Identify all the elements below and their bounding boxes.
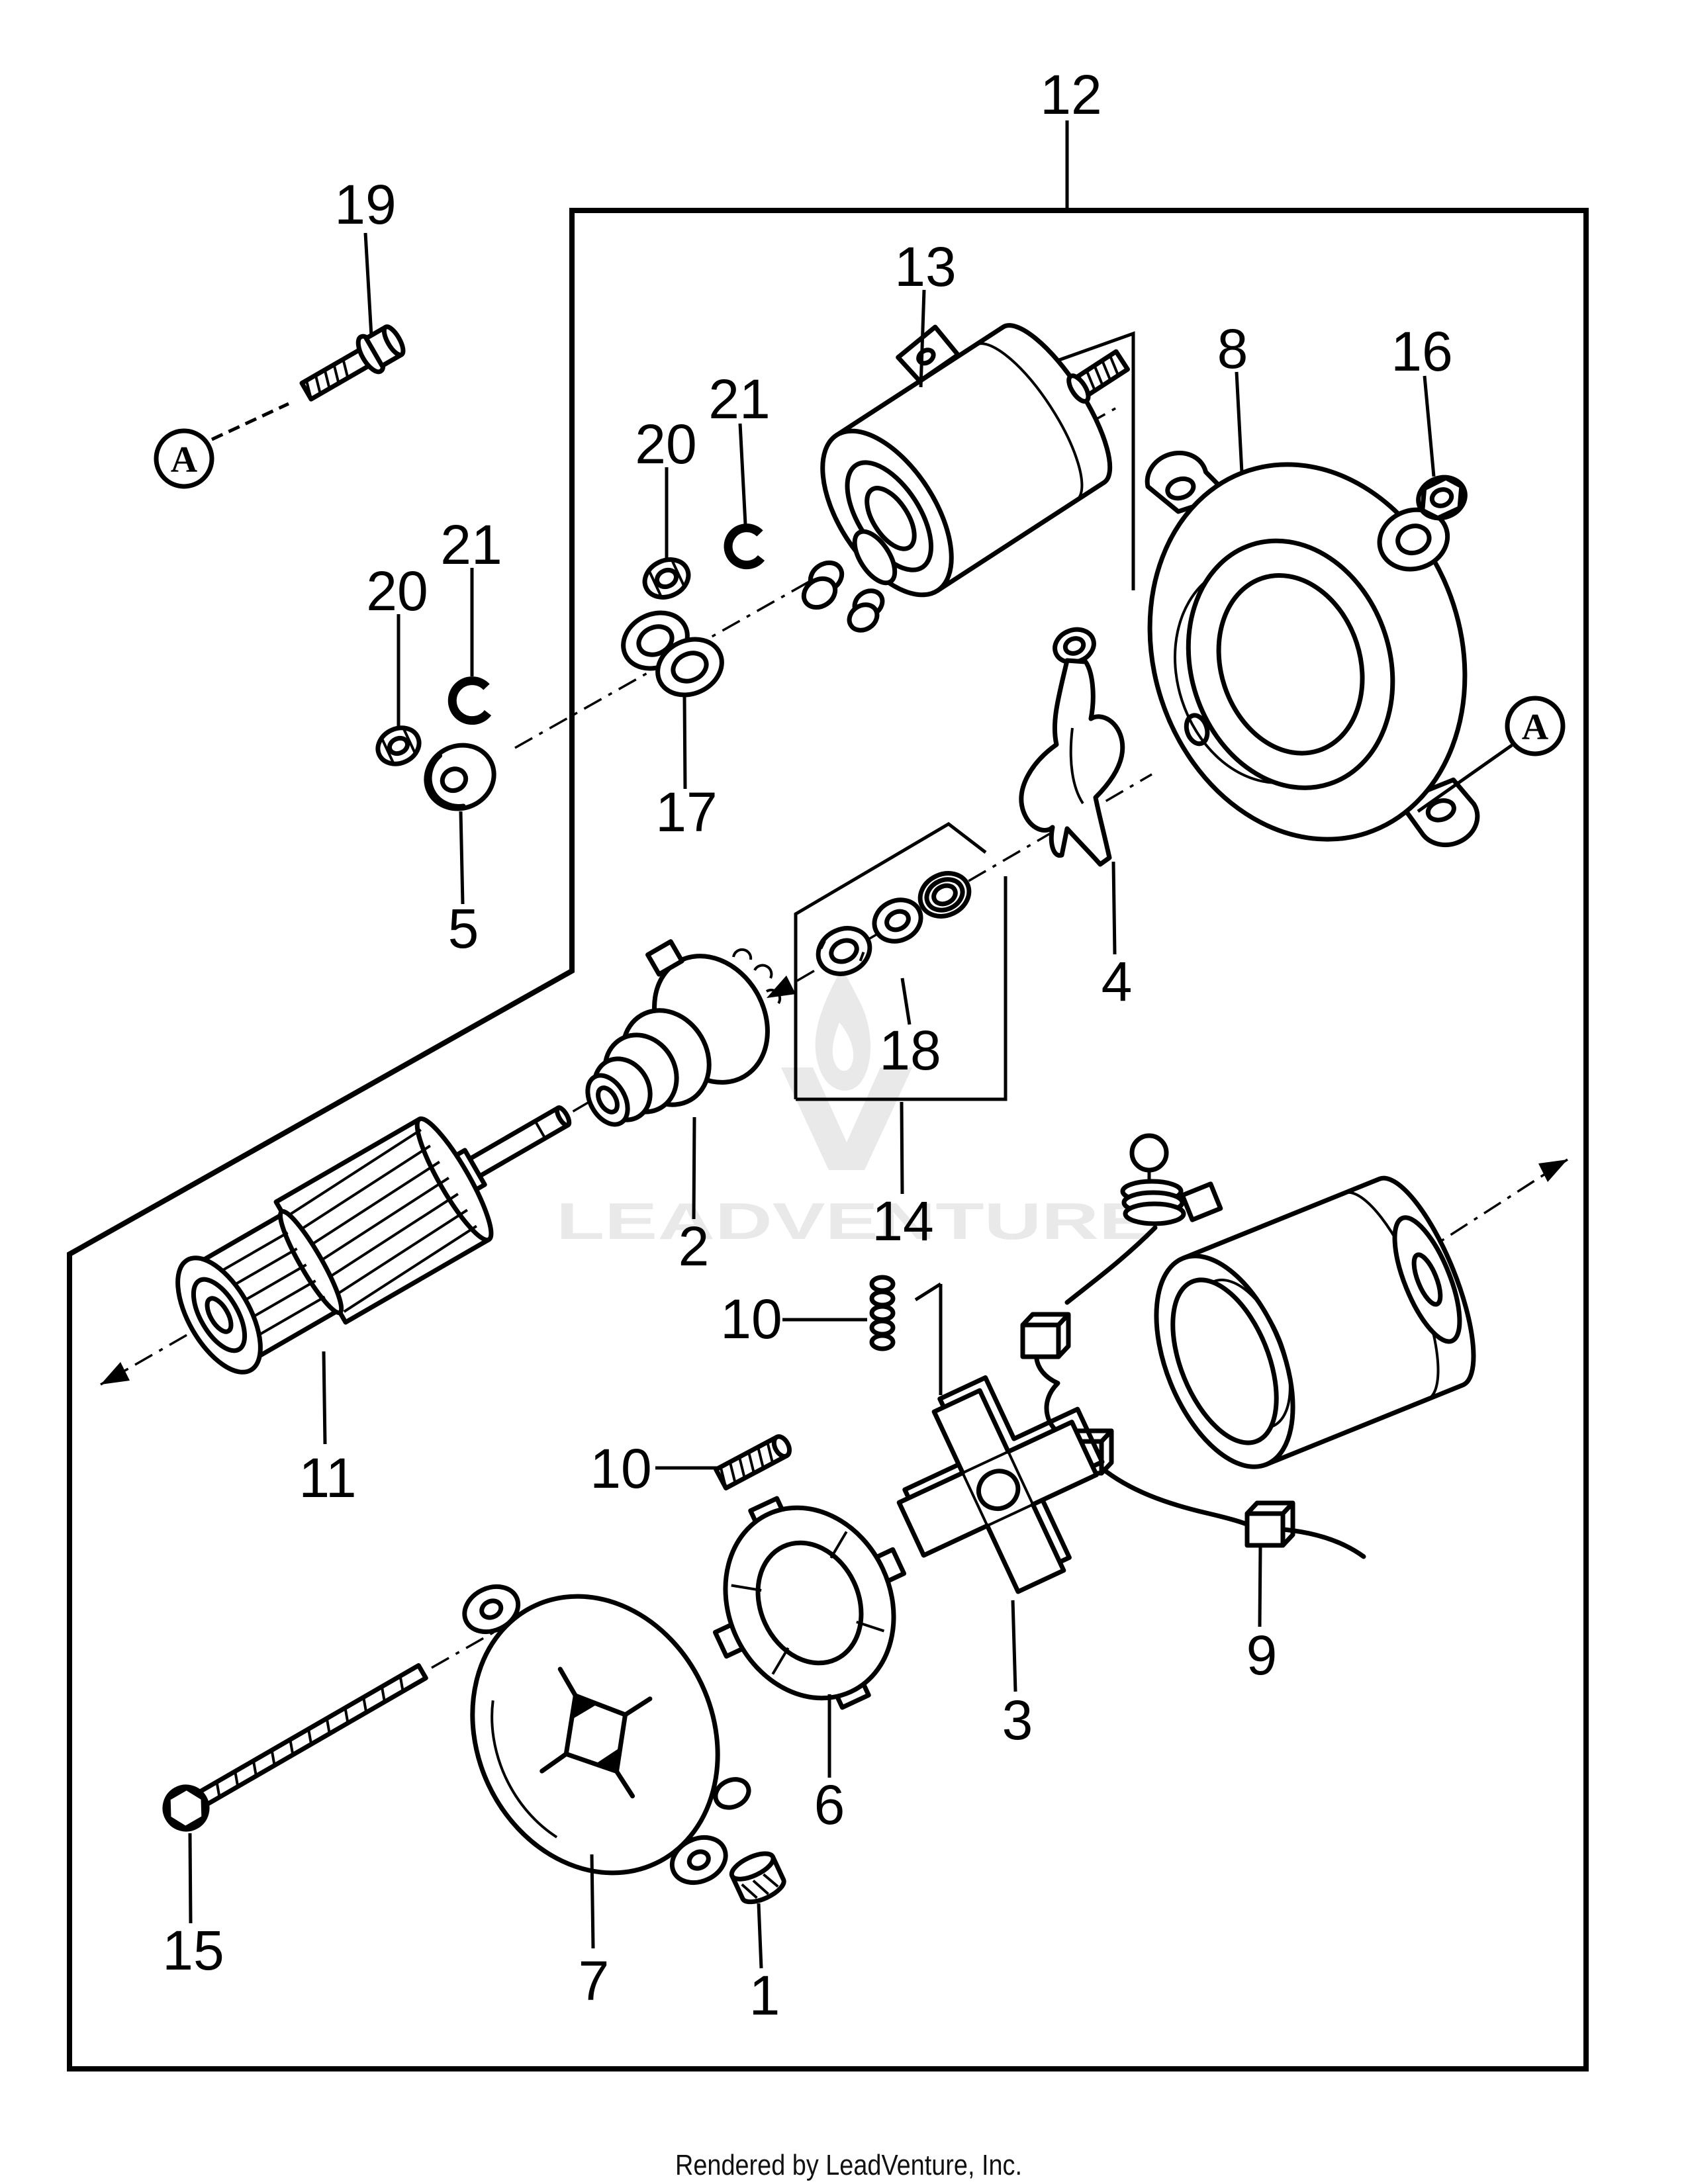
part-washer-18a xyxy=(816,926,872,976)
callout-7[interactable]: 7 xyxy=(579,1950,610,2012)
part-washer-18b xyxy=(872,897,923,944)
callout-9[interactable]: 9 xyxy=(1246,1624,1278,1686)
callout-20-left[interactable]: 20 xyxy=(366,560,428,622)
callout-2[interactable]: 2 xyxy=(679,1215,710,1277)
part-brush-plate-6 xyxy=(712,1496,907,1710)
callout-18[interactable]: 18 xyxy=(879,1019,941,1081)
watermark-text: LEADVENTURE xyxy=(556,1192,1152,1250)
part-end-housing-8 xyxy=(1145,450,1480,848)
view-marker-a-left: A xyxy=(154,402,290,489)
frame-border xyxy=(67,208,1589,2071)
yoke-axis-arrowhead xyxy=(1538,1160,1568,1182)
solenoid-to-fork-link-line xyxy=(1036,331,1135,590)
callout-8[interactable]: 8 xyxy=(1217,318,1248,380)
callout-21-upper[interactable]: 21 xyxy=(708,368,770,430)
part-washer-18c xyxy=(917,871,972,919)
leadventure-watermark: LEADVENTURE xyxy=(556,968,1152,1250)
callout-15[interactable]: 15 xyxy=(162,1919,224,1981)
view-marker-a-left-label: A xyxy=(171,439,198,480)
part-stop-collar-5 xyxy=(424,743,496,811)
callout-16[interactable]: 16 xyxy=(1391,320,1452,383)
callout-4[interactable]: 4 xyxy=(1102,950,1133,1013)
main-axis-arrowhead-left xyxy=(101,1362,130,1385)
callout-6[interactable]: 6 xyxy=(814,1774,845,1836)
part-brush-spring-10-upper xyxy=(869,1275,943,1395)
part-nut-20-left xyxy=(375,725,422,766)
part-drive-pinion-2 xyxy=(585,939,782,1127)
watermark-v-icon xyxy=(781,1068,912,1170)
part-cap-nut-1 xyxy=(729,1851,786,1905)
part-brush-spring-10-lower xyxy=(714,1434,792,1491)
callout-14[interactable]: 14 xyxy=(872,1190,933,1252)
part-armature-11 xyxy=(175,1105,572,1375)
part-snapring-21-upper xyxy=(724,523,765,570)
callout-5[interactable]: 5 xyxy=(448,897,479,960)
detail-bracket-14 xyxy=(794,821,1008,1101)
callout-10-upper[interactable]: 10 xyxy=(720,1288,782,1350)
part-nut-20-upper xyxy=(642,557,691,600)
callout-labels: 19 12 13 8 16 21 20 21 20 17 5 4 18 2 14… xyxy=(162,64,1452,2026)
callout-19[interactable]: 19 xyxy=(334,173,396,236)
part-washers-17 xyxy=(621,610,724,698)
brush-block-3 xyxy=(1244,1500,1295,1548)
part-through-bolt-15 xyxy=(162,1662,428,1832)
view-marker-a-right-label: A xyxy=(1522,707,1549,748)
callout-13[interactable]: 13 xyxy=(894,236,956,298)
watermark-flame-icon xyxy=(815,968,871,1091)
view-marker-a-right: A xyxy=(1417,696,1566,813)
part-snapring-21-left xyxy=(447,676,492,725)
callout-10-lower[interactable]: 10 xyxy=(590,1437,651,1500)
footer-credit: Rendered by LeadVenture, Inc. xyxy=(675,2149,1022,2181)
callout-20-upper[interactable]: 20 xyxy=(635,413,696,475)
callout-1[interactable]: 1 xyxy=(749,1964,780,2026)
part-end-frame-7 xyxy=(462,1584,751,1886)
main-axis-arrowhead-mid xyxy=(767,976,796,998)
part-nut-16 xyxy=(1416,475,1468,521)
callout-3[interactable]: 3 xyxy=(1002,1689,1033,1751)
callout-21-left[interactable]: 21 xyxy=(440,514,502,576)
part-shift-fork-4 xyxy=(1019,627,1125,867)
callout-12[interactable]: 12 xyxy=(1040,64,1102,126)
brush-block-1 xyxy=(1020,1312,1071,1359)
part-bolt-19 xyxy=(299,324,406,402)
part-solenoid-13 xyxy=(801,323,1130,633)
leader-lines xyxy=(188,120,1436,1969)
part-yoke-assembly-9 xyxy=(1020,1133,1476,1559)
callout-11[interactable]: 11 xyxy=(299,1447,356,1509)
part-brush-holder-3 xyxy=(896,1375,1105,1594)
callout-17[interactable]: 17 xyxy=(655,781,717,843)
